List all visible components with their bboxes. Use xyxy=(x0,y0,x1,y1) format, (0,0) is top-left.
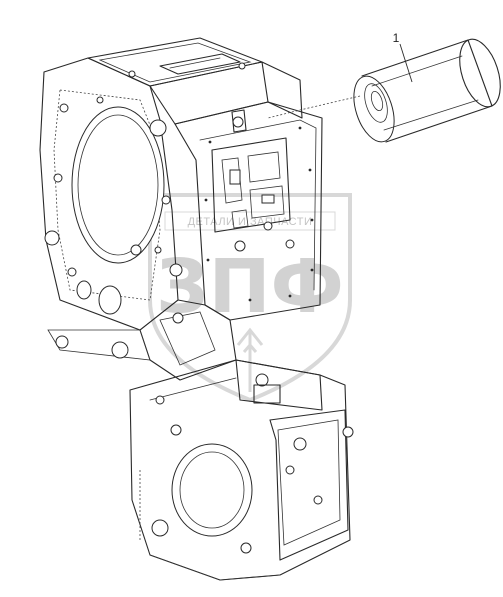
watermark-banner xyxy=(164,211,336,231)
plate-holes xyxy=(204,126,314,302)
main-bore xyxy=(71,106,165,264)
lower-plate-hole xyxy=(293,437,307,451)
flange-bolt-holes xyxy=(44,96,183,277)
watermark-shield-outline xyxy=(148,193,352,403)
watermark: ДЕТАЛИ И ЗАПЧАСТИ ЗПФ xyxy=(148,193,352,403)
lower-bore xyxy=(171,443,253,537)
watermark-emblem xyxy=(236,327,264,392)
watermark-big-text: ЗПФ xyxy=(156,244,344,330)
callout-1-leader xyxy=(399,43,413,83)
callout-1: 1 xyxy=(393,31,413,83)
assembly-leader-line xyxy=(267,95,361,119)
watermark-small-text: ДЕТАЛИ И ЗАПЧАСТИ xyxy=(188,216,313,228)
cylindrical-filter-part-1 xyxy=(353,38,501,143)
callout-1-number: 1 xyxy=(393,31,400,45)
transmission-housing xyxy=(39,37,354,581)
